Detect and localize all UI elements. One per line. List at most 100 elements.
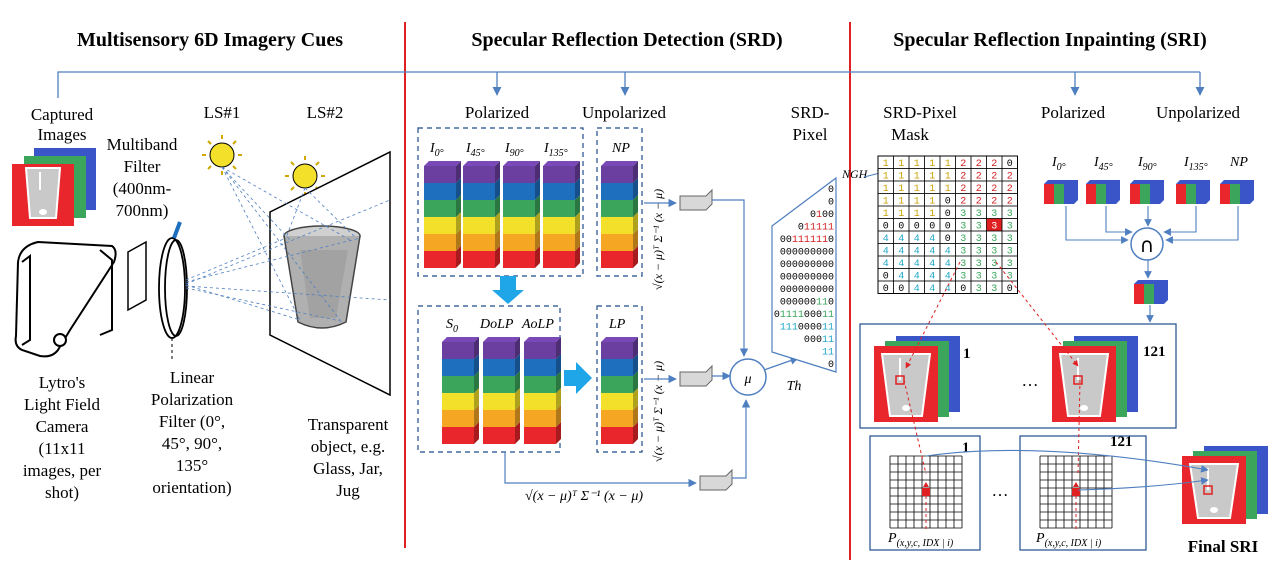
multiband-filter-icon	[127, 240, 147, 312]
mask-cell: 3	[976, 222, 982, 233]
mask-cell: 1	[898, 209, 904, 220]
mask-cell: 2	[960, 172, 966, 183]
mask-cell: 0	[945, 234, 951, 245]
mask-cell: 4	[914, 247, 920, 258]
stack-121-label: 121	[1143, 344, 1166, 360]
mask-cell: 2	[976, 159, 982, 170]
mask-cell: 3	[991, 247, 997, 258]
ngh-label: NGH	[841, 167, 869, 181]
bit-row: 0	[828, 185, 834, 196]
mahal-mid-label: √(x − μ)ᵀ Σ⁻¹ (x − μ)	[651, 361, 665, 462]
bit-row: 111000011	[780, 323, 834, 334]
bit-row: 000000110	[780, 298, 834, 309]
mask-cell: 2	[991, 184, 997, 195]
label-i135: I135°	[543, 141, 568, 159]
sri-slab-3: I135°	[1176, 155, 1210, 204]
mask-cell: 0	[1007, 159, 1013, 170]
title-srd: Specular Reflection Detection (SRD)	[471, 29, 782, 51]
mask-cell: 1	[883, 197, 889, 208]
mask-cell: 1	[883, 159, 889, 170]
srd-pixel-plane	[771, 176, 837, 373]
title-mic: Multisensory 6D Imagery Cues	[77, 29, 343, 51]
mask-cell: 2	[976, 172, 982, 183]
sri-polarized-label: Polarized	[1041, 103, 1106, 122]
mask-cell: 1	[883, 172, 889, 183]
mask-cell: 1	[914, 184, 920, 195]
distance-boxes	[679, 188, 733, 491]
mask-cell: 1	[883, 209, 889, 220]
bit-row: 00011	[804, 335, 834, 346]
mask-cell: 1	[883, 184, 889, 195]
mask-cell: 4	[929, 259, 935, 270]
mask-cell: 3	[991, 259, 997, 270]
final-connectors	[925, 449, 1209, 491]
sri-input-slabs: I0°I45°I90°I135°NP	[1044, 155, 1254, 204]
pol-stack-0	[424, 161, 461, 268]
mask-cell: 0	[929, 222, 935, 233]
label-lp: LP	[608, 317, 626, 332]
sri-slab-label: NP	[1229, 155, 1248, 170]
mask-cell: 1	[945, 184, 951, 195]
mask-cell: 4	[945, 247, 951, 258]
ellipsis-bottom: …	[992, 481, 1009, 500]
mask-cell: 4	[898, 272, 904, 283]
label-i45: I45°	[465, 141, 485, 159]
mask-cell: 4	[929, 234, 935, 245]
mask-cell: 3	[1007, 209, 1013, 220]
mask-cell: 3	[960, 259, 966, 270]
image-stack-121	[1052, 336, 1138, 422]
final-sri-stack	[1182, 446, 1268, 524]
mask-cell: 1	[898, 159, 904, 170]
mask-cell: 0	[960, 284, 966, 295]
mask-cell: 3	[991, 234, 997, 245]
camera-icon	[14, 240, 117, 358]
image-stacks	[424, 161, 638, 444]
mask-cell: 4	[883, 259, 889, 270]
mask-cell: 1	[898, 184, 904, 195]
mask-cell: 2	[991, 172, 997, 183]
ls2-label: LS#2	[307, 103, 344, 122]
mask-cell: 1	[929, 209, 935, 220]
mask-cell: 0	[914, 222, 920, 233]
final-sri-label: Final SRI	[1188, 537, 1259, 556]
mask-cell: 2	[1007, 184, 1013, 195]
label-i0: I0°	[429, 141, 444, 159]
right-arrow-icon	[564, 362, 592, 394]
sri-slab-0: I0°	[1044, 155, 1078, 204]
mask-cell: 2	[1007, 197, 1013, 208]
mask-cell: 3	[991, 209, 997, 220]
np-group-box	[596, 127, 643, 277]
srd-pixel-label: SRD-Pixel	[791, 103, 830, 144]
mask-cell: 4	[929, 284, 935, 295]
mask-cell: 0	[898, 284, 904, 295]
mask-to-patch-links	[903, 261, 1081, 532]
label-i90: I90°	[504, 141, 524, 159]
bit-row: 000000000	[780, 285, 834, 296]
mask-cell: 1	[898, 172, 904, 183]
bit-row: 11	[822, 348, 834, 359]
mask-cell: 4	[929, 247, 935, 258]
light-source-1-icon	[202, 135, 242, 175]
mask-cell: 0	[883, 272, 889, 283]
bit-row: 000000000	[780, 248, 834, 259]
mask-cell: 0	[945, 209, 951, 220]
pol-stack-1	[463, 161, 500, 268]
sri-slab-label: I0°	[1051, 155, 1066, 173]
bit-row: 011111	[798, 223, 834, 234]
mask-cell: 1	[929, 197, 935, 208]
sri-slab-2: I90°	[1130, 155, 1164, 204]
mask-cell: 4	[883, 234, 889, 245]
mask-cell: 3	[1007, 272, 1013, 283]
mask-cell: 3	[960, 272, 966, 283]
transparent-object-icon	[283, 225, 361, 329]
mask-cell: 4	[914, 284, 920, 295]
pol-stack-3	[543, 161, 580, 268]
mask-cell: 4	[945, 272, 951, 283]
patch-121-label: 121	[1110, 434, 1133, 450]
mask-cell: 3	[960, 222, 966, 233]
